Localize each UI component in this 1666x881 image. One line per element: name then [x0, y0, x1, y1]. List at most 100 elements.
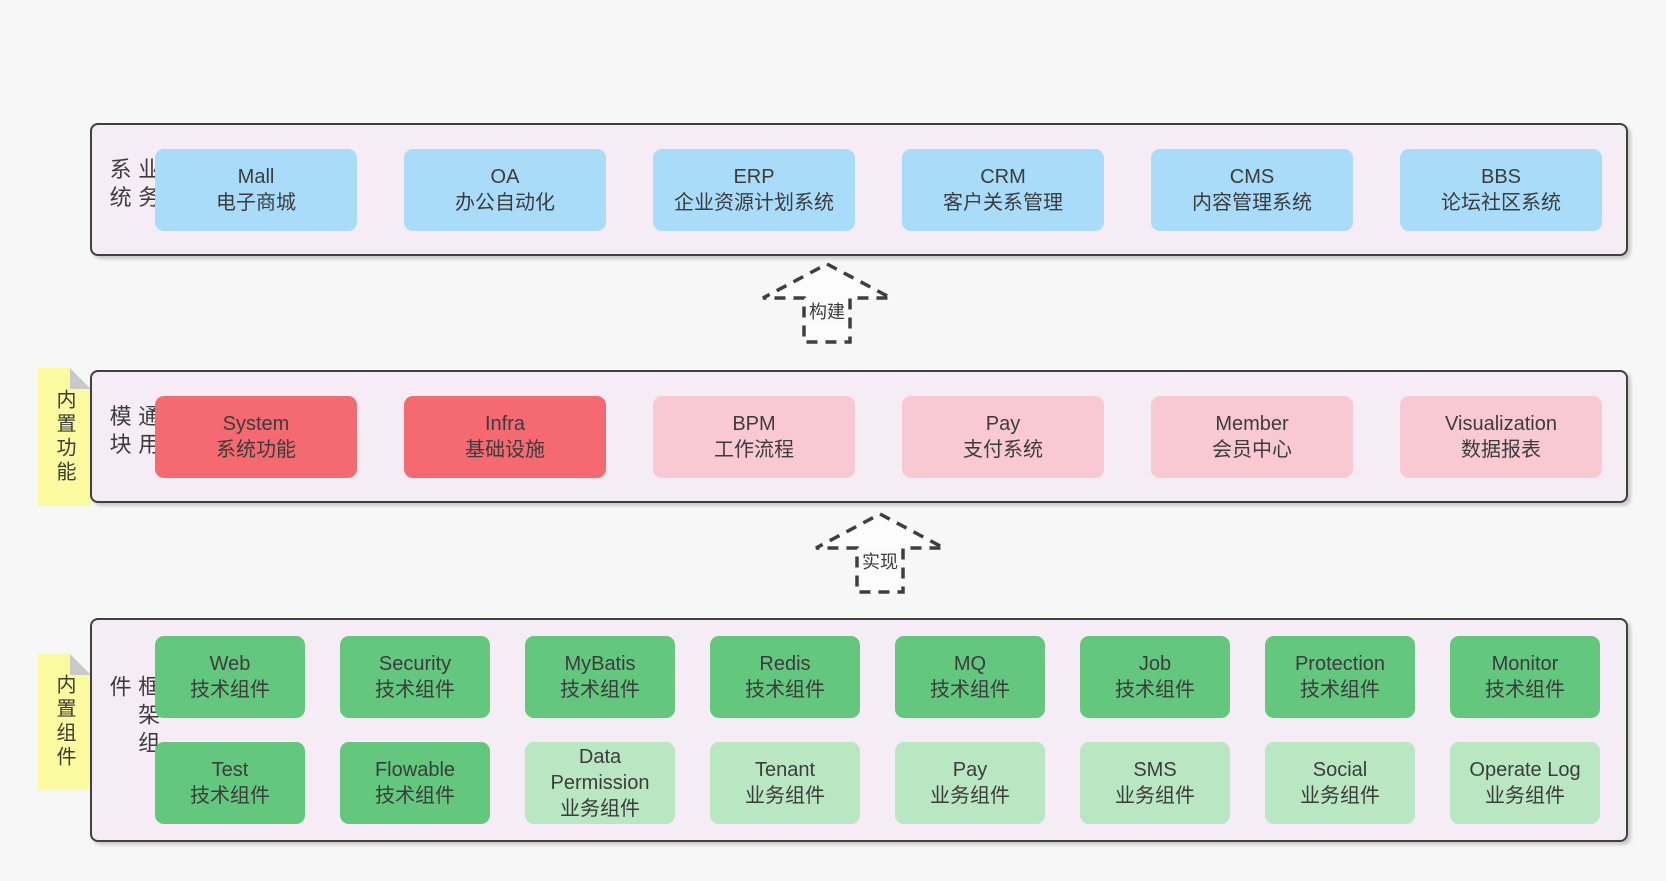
node-title: ERP [733, 165, 775, 188]
dashed-up-arrow-implement: 实现 [813, 510, 947, 596]
node-subtitle: 技术组件 [560, 679, 640, 701]
node-mall: Mall 电子商城 [155, 148, 357, 231]
node-subtitle: 客户关系管理 [943, 191, 1063, 214]
node-subtitle: 数据报表 [1461, 438, 1541, 461]
node-flowable: Flowable 技术组件 [340, 742, 490, 824]
node-title: MQ [953, 653, 987, 675]
node-title: Test [211, 759, 249, 781]
arrow-label: 实现 [859, 546, 901, 576]
node-cms: CMS 内容管理系统 [1151, 148, 1353, 231]
node-title: Operate Log [1469, 759, 1581, 781]
node-subtitle: 办公自动化 [455, 191, 555, 214]
node-title: CMS [1229, 165, 1275, 188]
node-subtitle: 业务组件 [745, 785, 825, 807]
node-data-permission: Data Permission 业务组件 [525, 742, 675, 824]
node-web: Web 技术组件 [155, 636, 305, 718]
node-subtitle: 技术组件 [190, 679, 270, 701]
node-sms: SMS 业务组件 [1080, 742, 1230, 824]
sticky-note-built-in-components: 内置组件 [38, 654, 91, 790]
node-social: Social 业务组件 [1265, 742, 1415, 824]
node-title: BBS [1480, 165, 1522, 188]
node-subtitle: 会员中心 [1212, 438, 1292, 461]
node-title: Protection [1294, 653, 1386, 675]
node-title: Mall [237, 165, 275, 188]
node-tenant: Tenant 业务组件 [710, 742, 860, 824]
node-security: Security 技术组件 [340, 636, 490, 718]
node-subtitle: 技术组件 [1485, 679, 1565, 701]
node-subtitle: 电子商城 [216, 191, 296, 214]
sticky-note-built-in-features: 内置功能 [38, 368, 91, 506]
node-erp: ERP 企业资源计划系统 [653, 148, 855, 231]
node-mybatis: MyBatis 技术组件 [525, 636, 675, 718]
sticky-note-label: 内置组件 [53, 674, 75, 770]
node-pay: Pay 业务组件 [895, 742, 1045, 824]
node-subtitle: 业务组件 [1115, 785, 1195, 807]
node-monitor: Monitor 技术组件 [1450, 636, 1600, 718]
node-subtitle: 支付系统 [963, 438, 1043, 461]
node-title: Tenant [754, 759, 816, 781]
layer-business-systems: 业务系统 Mall 电子商城 OA 办公自动化 ERP 企业资源计划系统 CRM 客户关系管理… [90, 123, 1628, 256]
node-operate-log: Operate Log 业务组件 [1450, 742, 1600, 824]
node-crm: CRM 客户关系管理 [902, 148, 1104, 231]
layer-side-label: 框架组件 [106, 675, 161, 759]
node-title: Redis [759, 653, 811, 675]
node-title: Pay [952, 759, 988, 781]
node-subtitle: 业务组件 [1300, 785, 1380, 807]
node-subtitle: 业务组件 [930, 785, 1010, 807]
sticky-note-label: 内置功能 [53, 389, 75, 485]
node-subtitle: 技术组件 [375, 785, 455, 807]
node-title: Social [1312, 759, 1368, 781]
node-subtitle: 系统功能 [216, 438, 296, 461]
node-title: Flowable [374, 759, 456, 781]
layer-side-label: 业务系统 [106, 157, 161, 214]
node-title: System [222, 412, 290, 435]
node-subtitle: 技术组件 [745, 679, 825, 701]
node-member: Member 会员中心 [1151, 395, 1353, 478]
node-subtitle: 技术组件 [375, 679, 455, 701]
node-subtitle: 企业资源计划系统 [674, 191, 834, 214]
node-subtitle: 内容管理系统 [1192, 191, 1312, 214]
node-title: Job [1138, 653, 1172, 675]
node-subtitle: 业务组件 [560, 798, 640, 820]
node-subtitle: 技术组件 [190, 785, 270, 807]
node-title: OA [490, 165, 520, 188]
node-title: Data Permission [550, 746, 650, 794]
node-subtitle: 业务组件 [1485, 785, 1565, 807]
node-title: Infra [484, 412, 526, 435]
node-subtitle: 技术组件 [1300, 679, 1380, 701]
node-title: MyBatis [564, 653, 636, 675]
node-subtitle: 基础设施 [465, 438, 545, 461]
node-bbs: BBS 论坛社区系统 [1400, 148, 1602, 231]
node-title: SMS [1133, 759, 1177, 781]
arrow-label: 构建 [806, 296, 848, 326]
node-test: Test 技术组件 [155, 742, 305, 824]
node-title: Member [1215, 412, 1289, 435]
layer-rows: Mall 电子商城 OA 办公自动化 ERP 企业资源计划系统 CRM 客户关系管理 CMS 内容… [155, 125, 1602, 254]
node-pay: Pay 支付系统 [902, 395, 1104, 478]
layer-side-label: 通用模块 [106, 404, 161, 461]
node-redis: Redis 技术组件 [710, 636, 860, 718]
node-title: BPM [732, 412, 776, 435]
node-subtitle: 论坛社区系统 [1441, 191, 1561, 214]
node-protection: Protection 技术组件 [1265, 636, 1415, 718]
node-subtitle: 技术组件 [1115, 679, 1195, 701]
node-infra: Infra 基础设施 [404, 395, 606, 478]
node-row: Mall 电子商城 OA 办公自动化 ERP 企业资源计划系统 CRM 客户关系管理 CMS 内容… [155, 148, 1602, 231]
node-title: CRM [980, 165, 1026, 188]
node-system: System 系统功能 [155, 395, 357, 478]
node-title: Security [378, 653, 452, 675]
node-title: Pay [985, 412, 1021, 435]
node-title: Web [209, 653, 251, 675]
node-title: Monitor [1491, 653, 1559, 675]
